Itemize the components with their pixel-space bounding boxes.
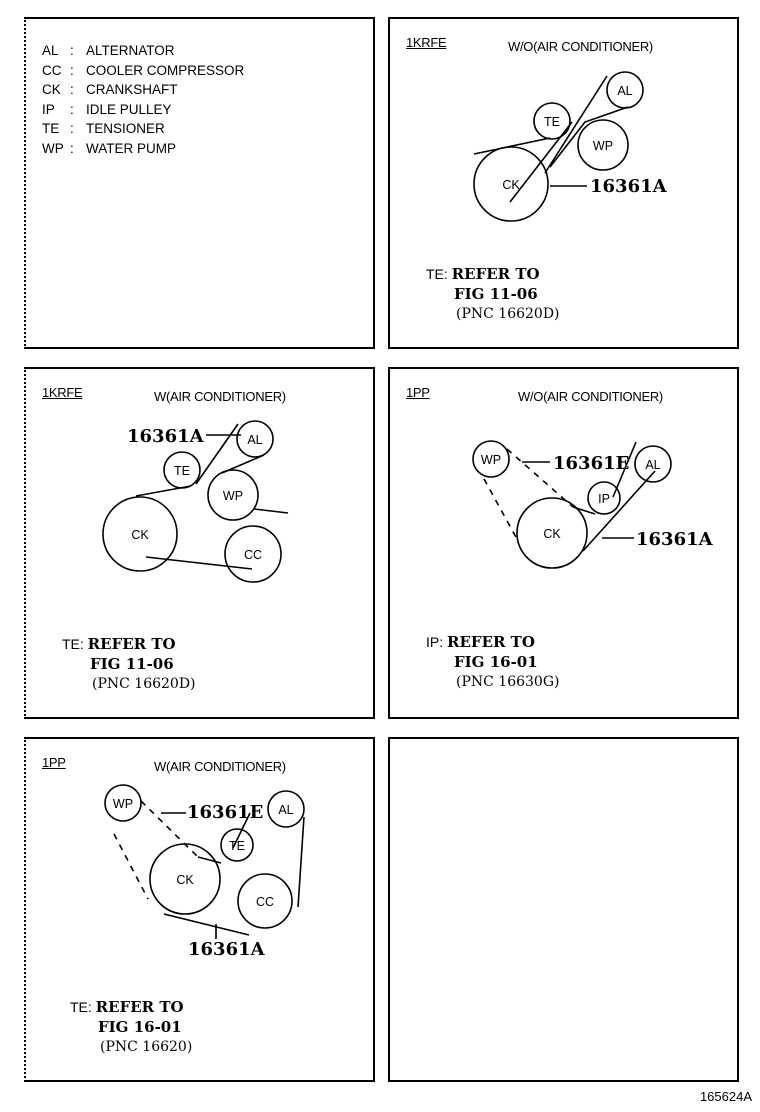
- pulley-wp: [207, 469, 259, 521]
- engine-label: 1PP: [42, 755, 66, 770]
- pulley-al: [634, 445, 672, 483]
- legend-item-te: TE:TENSIONER: [42, 121, 165, 136]
- panel-1krfe-without-ac: 1KRFE W/O(AIR CONDITIONER) AL TE WP CK 1…: [388, 17, 739, 349]
- legend-panel: AL:ALTERNATOR CC:COOLER COMPRESSOR CK:CR…: [24, 17, 375, 349]
- belt-diagram: WP AL TE CK CC 16361E 16361A: [104, 784, 305, 960]
- variant-label: W(AIR CONDITIONER): [154, 759, 286, 774]
- svg-text:CK: CK: [131, 528, 149, 542]
- svg-text:TE: TE: [174, 464, 190, 478]
- variant-label: W/O(AIR CONDITIONER): [508, 39, 653, 54]
- svg-text:CK: CK: [176, 873, 194, 887]
- pulley-al: [606, 71, 644, 109]
- svg-text:WP: WP: [481, 453, 501, 467]
- empty-panel: [388, 737, 739, 1082]
- engine-label: 1PP: [406, 385, 430, 400]
- pulley-ck: [102, 496, 178, 572]
- pulley-wp: [577, 119, 629, 171]
- panel-1krfe-with-ac: 1KRFE W(AIR CONDITIONER) AL TE WP CK CC …: [24, 367, 375, 719]
- part-number: 16361E: [553, 453, 629, 474]
- engine-label: 1KRFE: [406, 35, 447, 50]
- pulley-ip: [587, 481, 621, 515]
- engine-label: 1KRFE: [42, 385, 83, 400]
- reference-note: TE: REFER TO FIG 11-06 (PNC 16620D): [62, 635, 196, 692]
- pulley-cc: [237, 873, 293, 929]
- pulley-ck: [516, 497, 588, 569]
- pulley-wp: [472, 440, 510, 478]
- svg-text:AL: AL: [617, 84, 632, 98]
- pulley-ck: [473, 146, 549, 222]
- svg-text:IP: IP: [598, 492, 610, 506]
- svg-text:TE: TE: [229, 839, 245, 853]
- svg-text:TE: TE: [544, 115, 560, 129]
- part-number: 16361A: [590, 176, 668, 197]
- legend-item-ck: CK:CRANKSHAFT: [42, 82, 178, 97]
- belt-diagram: WP AL IP CK 16361E 16361A: [472, 440, 714, 569]
- pulley-te: [163, 451, 201, 489]
- part-number: 16361A: [188, 939, 266, 960]
- legend-item-al: AL:ALTERNATOR: [42, 43, 175, 58]
- svg-text:AL: AL: [247, 433, 262, 447]
- svg-text:AL: AL: [645, 458, 660, 472]
- reference-note: TE: REFER TO FIG 16-01 (PNC 16620): [70, 998, 193, 1055]
- figure-id: 165624A: [699, 1089, 752, 1104]
- panel-1pp-with-ac: 1PP W(AIR CONDITIONER) WP AL TE CK CC 16…: [24, 737, 375, 1082]
- pulley-wp: [104, 784, 142, 822]
- pulley-al: [236, 420, 274, 458]
- svg-text:CK: CK: [502, 178, 520, 192]
- legend: AL:ALTERNATOR CC:COOLER COMPRESSOR CK:CR…: [42, 41, 244, 158]
- pulley-al: [267, 790, 305, 828]
- variant-label: W/O(AIR CONDITIONER): [518, 389, 663, 404]
- part-number: 16361A: [636, 529, 714, 550]
- legend-item-cc: CC:COOLER COMPRESSOR: [42, 62, 245, 78]
- part-number: 16361A: [127, 426, 205, 447]
- svg-text:AL: AL: [278, 803, 293, 817]
- svg-text:WP: WP: [593, 139, 613, 153]
- reference-note: TE: REFER TO FIG 11-06 (PNC 16620D): [426, 265, 560, 322]
- legend-item-ip: IP:IDLE PULLEY: [42, 101, 172, 117]
- panel-1pp-without-ac: 1PP W/O(AIR CONDITIONER) WP AL IP CK 163…: [388, 367, 739, 719]
- legend-item-wp: WP:WATER PUMP: [42, 140, 176, 156]
- pulley-ck: [149, 843, 221, 915]
- reference-note: IP: REFER TO FIG 16-01 (PNC 16630G): [426, 633, 560, 690]
- belt-diagram: AL TE WP CK CC 16361A: [102, 420, 289, 583]
- pulley-te: [220, 828, 254, 862]
- svg-text:CC: CC: [256, 895, 274, 909]
- svg-text:WP: WP: [223, 489, 243, 503]
- belt-diagram: AL TE WP CK 16361A: [473, 71, 668, 222]
- svg-text:CC: CC: [244, 548, 262, 562]
- part-number: 16361E: [187, 802, 263, 823]
- pulley-cc: [224, 525, 282, 583]
- pulley-te: [533, 102, 571, 140]
- svg-text:CK: CK: [543, 527, 561, 541]
- variant-label: W(AIR CONDITIONER): [154, 389, 286, 404]
- svg-text:WP: WP: [113, 797, 133, 811]
